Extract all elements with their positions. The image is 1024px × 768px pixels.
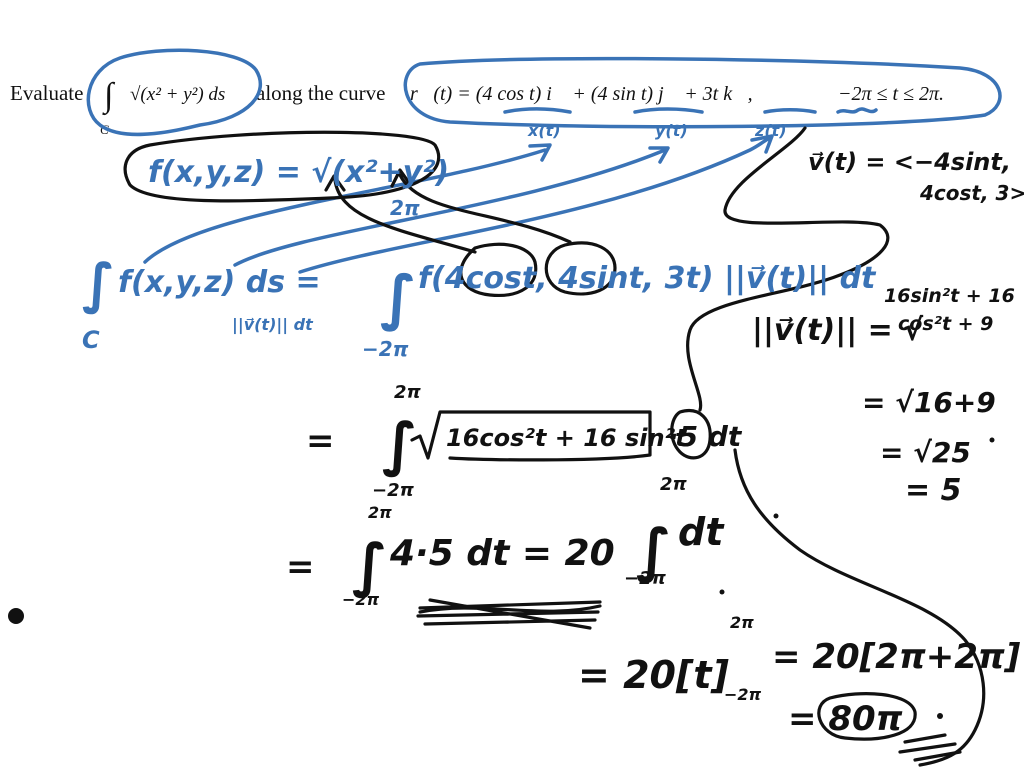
- step2-dt: dt: [678, 510, 725, 554]
- arrow-y: [233, 146, 670, 267]
- step1-upper: 2π: [394, 382, 422, 403]
- circle-f-def: [123, 130, 441, 203]
- problem-range: −2π ≤ t ≤ 2π.: [838, 83, 944, 105]
- step2-lower: −2π: [342, 590, 380, 609]
- f-definition: f(x,y,z) = √(x²+y²): [148, 155, 449, 190]
- step2-integral-sign: ∫: [352, 531, 387, 599]
- circle-4cost: [459, 242, 538, 298]
- blue-handwriting: x(t) y(t) z(t) f(x,y,z) = √(x²+y²) ∫ f(x…: [82, 121, 877, 361]
- swirl-down: [733, 448, 986, 767]
- underline-x: [503, 107, 572, 114]
- circle-integrand: [86, 48, 263, 137]
- step3-rhs: = 20[2π+2π]: [772, 637, 1021, 677]
- integral-sign-general: ∫: [82, 252, 115, 315]
- upper-2pi: 2π: [390, 196, 420, 220]
- step1-factor: ·5 dt: [668, 420, 743, 453]
- scribble-bottom: [898, 733, 962, 762]
- radical-step1: [410, 410, 652, 462]
- step2-int-upper: 2π: [660, 474, 688, 495]
- integral-sign-problem: ∫: [102, 77, 116, 116]
- ink-dot: [719, 589, 725, 595]
- speed-step-2: = √16+9: [862, 386, 996, 419]
- label-x-of-t: x(t): [527, 121, 561, 140]
- circle-curve: [403, 56, 1002, 129]
- ink-blob: [8, 608, 24, 624]
- ink-dot: [937, 713, 943, 719]
- arrow-to-x-sq: [324, 174, 477, 254]
- speed-lhs: ||v⃗(t)|| = √: [752, 313, 924, 348]
- step1-radicand: 16cos²t + 16 sin²t: [446, 424, 688, 452]
- circle-80pi: [817, 692, 917, 741]
- speed-step-3: = √25: [880, 436, 971, 469]
- underline-z: [763, 108, 817, 114]
- step1-integral-sign: ∫: [382, 410, 417, 478]
- speed-radicand-1: 16sin²t + 16: [884, 285, 1015, 307]
- underline-range: [836, 107, 878, 114]
- step3-upper: 2π: [730, 613, 754, 632]
- label-z-of-t: z(t): [754, 121, 787, 140]
- arrow-to-y-sq: [390, 168, 572, 244]
- scribble-erase: [416, 598, 602, 630]
- arrow-x: [143, 143, 552, 264]
- ink-dot: [989, 437, 995, 443]
- blue-ink-strokes: [86, 48, 1002, 274]
- velocity-vector: v⃗(t) = <−4sint,: [808, 148, 1011, 176]
- label-C: C: [82, 326, 100, 354]
- arrow-z: [298, 134, 774, 274]
- step2-integral-sign-2: ∫: [636, 516, 671, 584]
- black-ink-strokes: [123, 126, 986, 767]
- ds-note: ||v⃗(t)|| dt: [232, 315, 314, 335]
- step2-int-lower: −2π: [624, 568, 667, 589]
- problem-statement: Evaluate ∫ √(x² + y²) ds C along the cur…: [10, 77, 944, 137]
- ink-dot: [773, 513, 779, 519]
- step3-lhs: = 20[t]: [578, 653, 729, 697]
- problem-evaluate: Evaluate: [10, 81, 83, 105]
- black-handwriting: v⃗(t) = <−4sint, 4cost, 3> ||v⃗(t)|| = √…: [286, 148, 1024, 739]
- problem-along: along the curve: [256, 81, 385, 105]
- step2-equals: =: [286, 547, 315, 587]
- step1-equals: =: [306, 421, 335, 461]
- underline-y: [633, 107, 704, 114]
- step2-body: 4·5 dt = 20: [389, 533, 615, 574]
- problem-curve: r⃗(t) = (4 cos t) i⃗ + (4 sin t) j⃗ + 3t…: [410, 83, 753, 105]
- step1-lower: −2π: [372, 480, 415, 501]
- param-integral: f(4cost, 4sint, 3t) ||v⃗(t)|| dt: [418, 261, 877, 296]
- velocity-vector-cont: 4cost, 3>: [919, 181, 1024, 205]
- circle-4sint: [544, 241, 617, 296]
- step2-upper: 2π: [368, 503, 392, 522]
- step3-lower: −2π: [724, 685, 762, 704]
- circle-five: [670, 409, 712, 460]
- swirl-velocity: [686, 126, 890, 412]
- speed-radicand-2: cos²t + 9: [898, 313, 993, 335]
- final-answer: = 80π: [788, 699, 903, 739]
- lower-neg2pi: −2π: [362, 337, 409, 361]
- integral-sign-param: ∫: [380, 263, 417, 333]
- ink-dots: [8, 437, 995, 719]
- problem-integrand: √(x² + y²) ds: [130, 84, 225, 105]
- label-y-of-t: y(t): [655, 121, 688, 140]
- speed-result: = 5: [905, 473, 961, 508]
- general-integral: f(x,y,z) ds =: [118, 265, 321, 300]
